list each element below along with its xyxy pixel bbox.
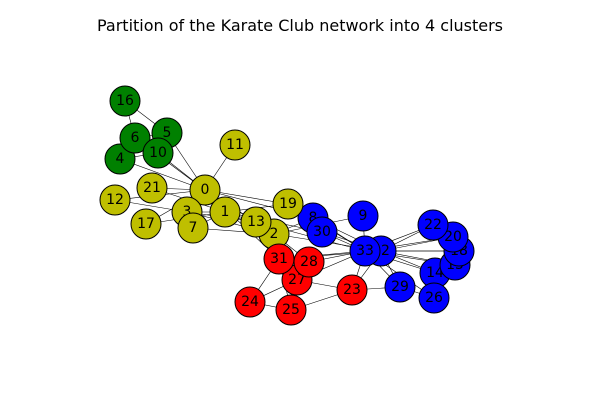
node-17: 17 [130,208,162,240]
node-label-8: 8 [309,210,318,226]
node-circle-11 [219,129,251,161]
node-12: 12 [99,184,131,216]
chart-title: Partition of the Karate Club network int… [96,16,504,35]
node-circle-29 [384,271,416,303]
node-circle-21 [136,172,168,204]
node-circle-12 [99,184,131,216]
node-circle-1 [209,196,241,228]
node-label-9: 9 [359,208,368,224]
node-23: 23 [336,274,368,306]
node-label-7: 7 [189,220,198,236]
node-circle-6 [119,122,151,154]
node-label-22: 22 [424,217,442,233]
node-1: 1 [209,196,241,228]
node-33: 33 [349,235,381,267]
node-20: 20 [437,221,469,253]
node-label-12: 12 [106,192,124,208]
node-circle-9 [347,200,379,232]
node-9: 9 [347,200,379,232]
node-label-28: 28 [300,254,318,270]
node-circle-7 [177,212,209,244]
node-label-30: 30 [313,224,331,240]
node-label-20: 20 [444,229,462,245]
node-label-25: 25 [282,302,300,318]
node-label-10: 10 [149,145,167,161]
node-circle-30 [306,216,338,248]
node-29: 29 [384,271,416,303]
node-label-24: 24 [241,294,259,310]
node-label-31: 31 [270,251,288,267]
node-label-3: 3 [183,204,192,220]
node-circle-0 [189,174,221,206]
node-31: 31 [263,243,295,275]
node-label-17: 17 [137,216,155,232]
node-circle-10 [142,137,174,169]
node-label-23: 23 [343,282,361,298]
node-label-1: 1 [221,204,230,220]
node-6: 6 [119,122,151,154]
node-label-16: 16 [116,93,134,109]
node-label-2: 2 [270,226,279,242]
node-label-11: 11 [226,137,244,153]
node-25: 25 [275,294,307,326]
node-circle-13 [240,206,272,238]
node-label-0: 0 [201,182,210,198]
node-label-14: 14 [426,265,444,281]
node-label-21: 21 [143,180,161,196]
node-26: 26 [418,282,450,314]
node-circle-17 [130,208,162,240]
node-28: 28 [293,246,325,278]
node-circle-24 [234,286,266,318]
node-21: 21 [136,172,168,204]
node-circle-33 [349,235,381,267]
node-label-4: 4 [116,151,125,167]
node-11: 11 [219,129,251,161]
node-label-29: 29 [391,279,409,295]
node-circle-25 [275,294,307,326]
node-24: 24 [234,286,266,318]
node-label-26: 26 [425,290,443,306]
node-19: 19 [272,188,304,220]
node-30: 30 [306,216,338,248]
node-label-27: 27 [288,272,306,288]
node-label-6: 6 [131,130,140,146]
node-label-5: 5 [163,125,172,141]
node-circle-23 [336,274,368,306]
node-label-33: 33 [356,243,374,259]
node-13: 13 [240,206,272,238]
node-circle-16 [109,85,141,117]
node-circle-19 [272,188,304,220]
node-10: 10 [142,137,174,169]
node-label-19: 19 [279,196,297,212]
node-16: 16 [109,85,141,117]
node-0: 0 [189,174,221,206]
node-22: 22 [417,209,449,241]
node-layer: 0123456789101112131415161718192021222324… [99,85,475,326]
node-7: 7 [177,212,209,244]
node-circle-31 [263,243,295,275]
node-circle-26 [418,282,450,314]
node-label-13: 13 [247,214,265,230]
node-circle-22 [417,209,449,241]
